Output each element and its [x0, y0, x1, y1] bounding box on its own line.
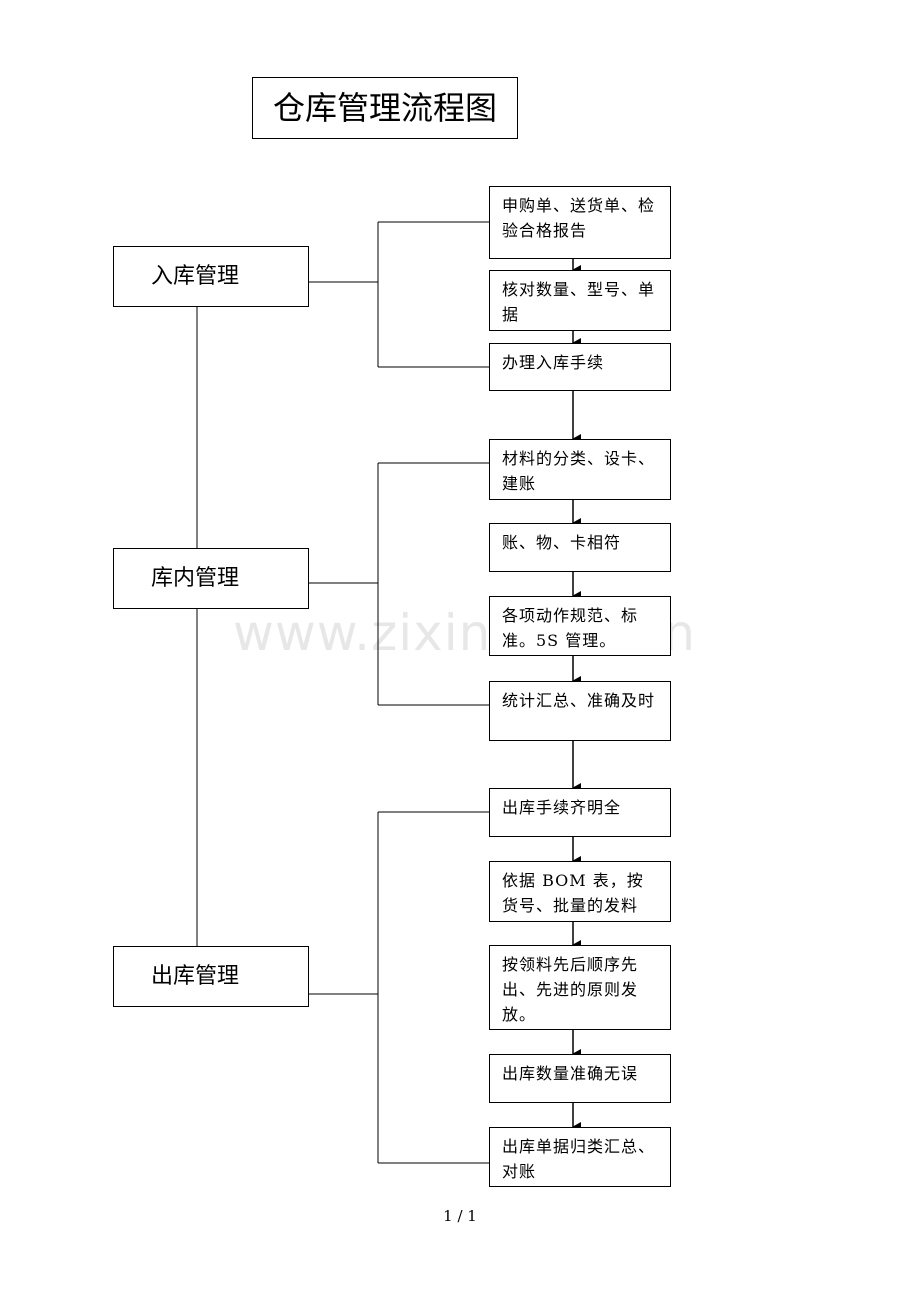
section-outbound: 出库管理 [113, 946, 309, 1007]
page-number: 1 / 1 [443, 1207, 477, 1225]
step-inbound-verify: 核对数量、型号、单据 [489, 270, 671, 331]
step-inbound-documents: 申购单、送货单、检验合格报告 [489, 186, 671, 259]
step-storage-classify: 材料的分类、设卡、建账 [489, 439, 671, 500]
diagram-title: 仓库管理流程图 [252, 77, 518, 139]
step-outbound-bom: 依据 BOM 表，按货号、批量的发料 [489, 861, 671, 922]
section-storage: 库内管理 [113, 548, 309, 609]
step-outbound-reconcile: 出库单据归类汇总、对账 [489, 1127, 671, 1187]
step-storage-match: 账、物、卡相符 [489, 523, 671, 572]
step-outbound-fifo: 按领料先后顺序先出、先进的原则发放。 [489, 945, 671, 1030]
step-outbound-procedure: 出库手续齐明全 [489, 788, 671, 837]
step-inbound-procedure: 办理入库手续 [489, 343, 671, 391]
step-outbound-accuracy: 出库数量准确无误 [489, 1054, 671, 1103]
step-storage-summary: 统计汇总、准确及时 [489, 681, 671, 741]
step-storage-5s: 各项动作规范、标准。5S 管理。 [489, 596, 671, 656]
section-inbound: 入库管理 [113, 246, 309, 307]
